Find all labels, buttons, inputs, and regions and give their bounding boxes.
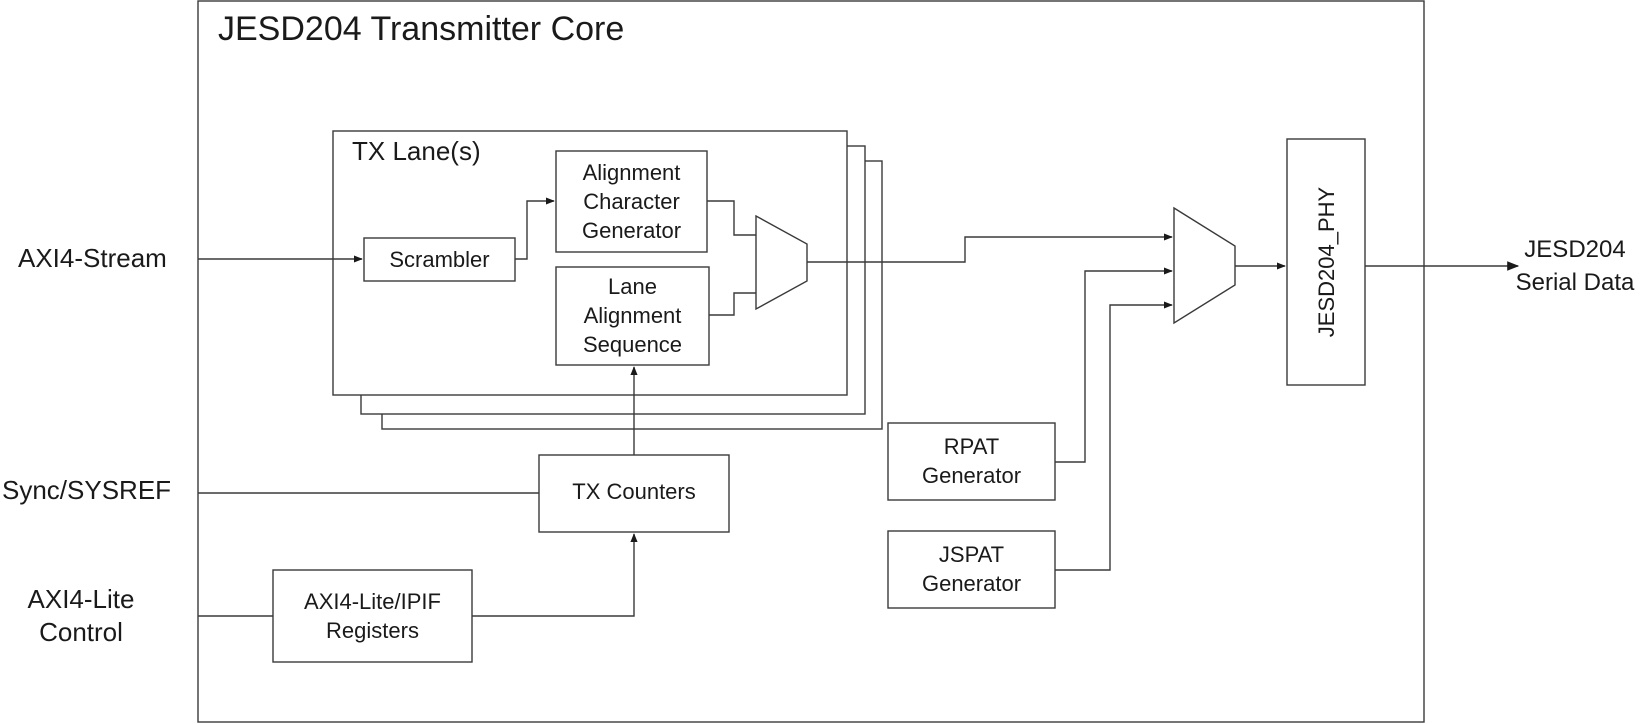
scrambler-label: Scrambler (389, 247, 489, 272)
las-to-mux-wire (709, 292, 756, 316)
las-label-line3: Sequence (583, 332, 682, 357)
sync-sysref-input-label: Sync/SYSREF (2, 475, 171, 505)
axi4-lite-input-label-line1: AXI4-Lite (28, 584, 135, 614)
tx-lanes-label: TX Lane(s) (352, 136, 481, 166)
axi-ipif-registers-block (272, 569, 473, 663)
jspat-to-mux-wire (1055, 301, 1173, 571)
serial-data-output-label-line1: JESD204 (1524, 236, 1625, 263)
scrambler-block (363, 237, 516, 282)
serial-data-output-label-line2: Serial Data (1516, 269, 1635, 296)
lane-multiplexer (755, 214, 808, 311)
rpat-to-mux-wire (1055, 267, 1173, 463)
rpat-label-line2: Generator (922, 463, 1021, 488)
acg-to-mux-wire (707, 200, 756, 236)
acg-label-line2: Character (583, 189, 680, 214)
las-label-line2: Alignment (584, 303, 682, 328)
jesd204-phy-block (1286, 138, 1366, 386)
axi4-stream-input-label: AXI4-Stream (18, 243, 167, 273)
lane-alignment-sequence-block (555, 266, 710, 366)
phy-label: JESD204_PHY (1314, 186, 1339, 337)
axi-regs-label-line2: Registers (326, 618, 419, 643)
acg-label-line1: Alignment (583, 160, 681, 185)
axi4-lite-input-label-line2: Control (39, 617, 123, 647)
registers-to-counters-wire (472, 533, 638, 617)
axi-regs-label-line1: AXI4-Lite/IPIF (304, 589, 441, 614)
acg-label-line3: Generator (582, 218, 681, 243)
jspat-label-line2: Generator (922, 571, 1021, 596)
alignment-character-generator-block (555, 150, 708, 253)
jspat-generator-block (887, 530, 1056, 609)
core-title: JESD204 Transmitter Core (218, 10, 624, 48)
output-multiplexer (1173, 206, 1236, 325)
tx-counters-label: TX Counters (572, 479, 696, 504)
rpat-label-line1: RPAT (944, 434, 999, 459)
las-label-line1: Lane (608, 274, 657, 299)
scrambler-to-acg-wire (515, 197, 555, 260)
tx-counters-block (538, 454, 730, 533)
lane-mux-to-output-mux-wire (807, 233, 1173, 263)
jspat-label-line1: JSPAT (939, 542, 1004, 567)
